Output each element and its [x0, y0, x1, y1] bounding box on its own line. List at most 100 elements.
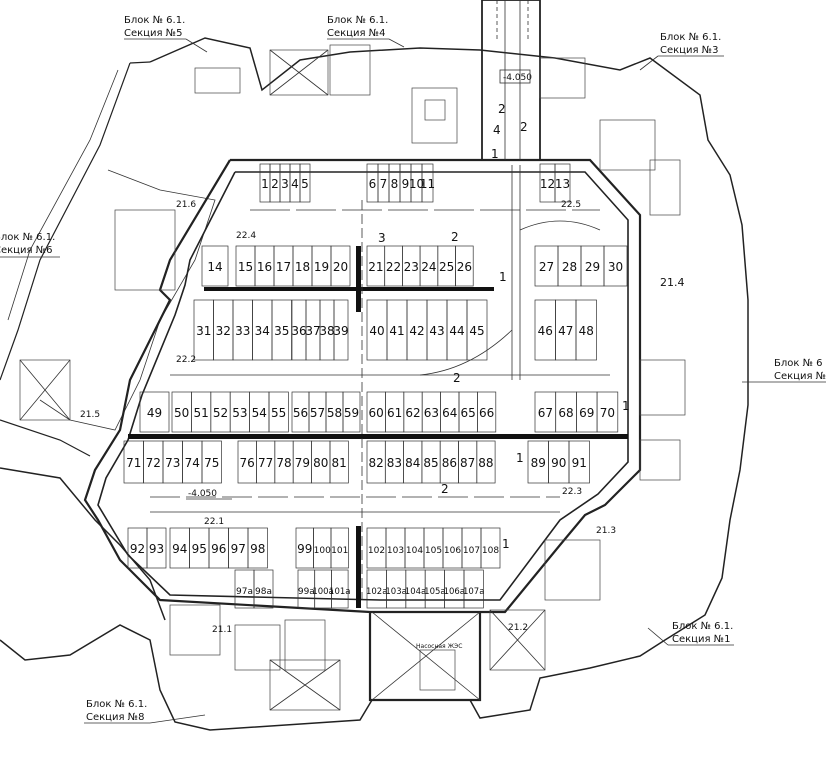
parking-spot-number: 102: [368, 546, 385, 556]
parking-spot-number: 50: [174, 406, 189, 420]
section-6-line1: Блок № 6.1.: [0, 232, 55, 243]
building-outline: [0, 37, 749, 731]
zone-label: 22.1: [204, 517, 224, 527]
parking-spot-number: 61: [387, 406, 402, 420]
parking-spot-number: 64: [442, 406, 457, 420]
parking-spot-number: 23: [404, 260, 419, 274]
parking-spot-number: 104а: [405, 587, 426, 597]
parking-spot: [466, 299, 488, 361]
parking-spot-number: 88: [478, 456, 493, 470]
parking-spot-number: 99: [297, 542, 312, 556]
parking-spot-number: 22: [386, 260, 401, 274]
parking-spot-number: 107: [463, 546, 480, 556]
parking-spot: [146, 527, 167, 569]
direction-mark: 4: [493, 123, 501, 137]
parking-spot-number: 54: [252, 406, 267, 420]
parking-spot-number: 30: [608, 260, 623, 274]
parking-spot-number: 26: [457, 260, 472, 274]
plan-labels: Блок № 6.1. Секция №5 Блок № 6.1. Секция…: [0, 15, 826, 724]
zone-label: 21.4: [660, 276, 685, 289]
section-6-line2: Секция №6: [0, 245, 52, 256]
parking-spot: [463, 569, 484, 609]
parking-spot: [575, 299, 597, 361]
section-4-line1: Блок № 6.1.: [327, 15, 388, 26]
parking-spot-number: 90: [551, 456, 566, 470]
parking-spot-number: 70: [600, 406, 615, 420]
parking-spot: [342, 391, 361, 433]
parking-spot: [253, 569, 274, 609]
section-4-line2: Секция №4: [327, 28, 385, 39]
parking-spot-number: 83: [387, 456, 402, 470]
parking-spot-number: 103: [387, 546, 404, 556]
direction-mark: 1: [622, 399, 630, 413]
parking-spot: [247, 527, 268, 569]
direction-mark: 1: [502, 537, 510, 551]
direction-mark: 2: [441, 482, 449, 496]
parking-spot-number: 37: [305, 324, 320, 338]
parking-spot-number: 56: [293, 406, 308, 420]
parking-spot-number: 29: [585, 260, 600, 274]
parking-spot-number: 8: [391, 177, 399, 191]
direction-mark: 2: [451, 230, 459, 244]
parking-spot-number: 48: [579, 324, 594, 338]
parking-spot: [477, 391, 497, 433]
zone-label: 22.3: [562, 487, 582, 497]
parking-spot-number: 81: [332, 456, 347, 470]
parking-spot: [299, 163, 311, 203]
parking-spot-number: 7: [380, 177, 388, 191]
parking-spot-number: 97а: [236, 587, 253, 597]
parking-spot-number: 93: [149, 542, 164, 556]
parking-spot-number: 12: [540, 177, 555, 191]
parking-spot-number: 32: [216, 324, 231, 338]
parking-spot-number: 62: [405, 406, 420, 420]
parking-spot-number: 108: [482, 546, 499, 556]
parking-spot: [603, 245, 628, 287]
parking-spot-number: 69: [579, 406, 594, 420]
parking-spot-number: 46: [538, 324, 553, 338]
parking-spot-number: 27: [539, 260, 554, 274]
parking-spot-number: 1: [261, 177, 269, 191]
parking-spot-number: 28: [562, 260, 577, 274]
parking-spot: [596, 391, 619, 433]
section-5-line1: Блок № 6.1.: [124, 15, 185, 26]
parking-spot-number: 101а: [329, 587, 350, 597]
parking-spot-number: 79: [295, 456, 310, 470]
parking-spot-number: 100а: [312, 587, 333, 597]
parking-spot-number: 6: [369, 177, 377, 191]
parking-spot-number: 91: [572, 456, 587, 470]
parking-spot: [201, 440, 222, 484]
parking-spot-number: 99а: [298, 587, 315, 597]
parking-spot-number: 84: [405, 456, 420, 470]
parking-spot-number: 97: [231, 542, 246, 556]
parking-spot: [480, 527, 501, 569]
parking-spot-number: 53: [232, 406, 247, 420]
parking-spot-number: 67: [538, 406, 553, 420]
parking-hall: [19, 0, 686, 711]
parking-spot-number: 73: [165, 456, 180, 470]
parking-spot: [554, 163, 571, 203]
parking-spot-number: 60: [369, 406, 384, 420]
zone-label: 22.2: [176, 355, 196, 365]
parking-spot-number: 101: [331, 546, 348, 556]
parking-spot-number: 33: [235, 324, 250, 338]
section-8-line1: Блок № 6.1.: [86, 699, 147, 710]
parking-spot: [333, 299, 349, 361]
parking-spot-number: 41: [389, 324, 404, 338]
parking-spot-number: 47: [558, 324, 573, 338]
parking-spot-number: 102а: [366, 587, 387, 597]
section-7-line1: Блок № 6: [774, 358, 823, 369]
direction-mark: 1: [491, 147, 499, 161]
parking-spot-number: 76: [240, 456, 255, 470]
parking-spot-number: 20: [333, 260, 348, 274]
section-8-line2: Секция №8: [86, 712, 144, 723]
parking-spot-number: 105а: [424, 587, 445, 597]
parking-spot-number: 36: [291, 324, 306, 338]
